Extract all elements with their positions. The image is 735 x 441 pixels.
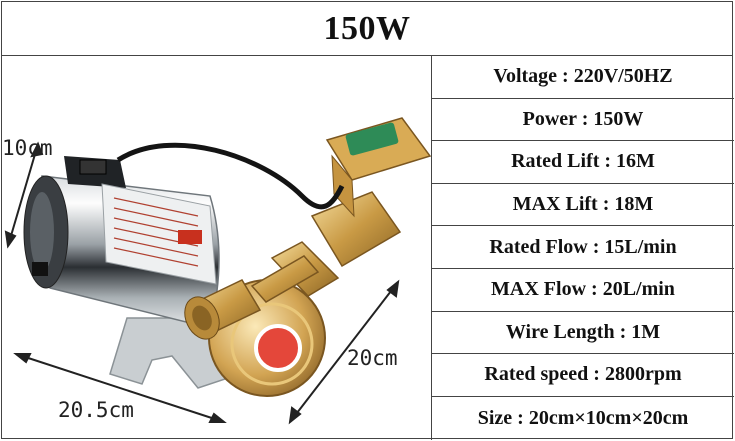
spec-size: Size : 20cm×10cm×20cm (477, 406, 689, 429)
rotation-arrow-icon (254, 324, 302, 372)
flow-switch-label (345, 122, 399, 156)
warning-sticker (178, 230, 202, 244)
spec-max-lift: MAX Lift : 18M (432, 184, 734, 227)
dimension-arrows (4, 141, 400, 425)
power-title: 150W (2, 2, 732, 56)
width-dimension-label: 20.5cm (58, 398, 134, 422)
spec-max-flow: MAX Flow : 20L/min (432, 269, 734, 312)
spec-rated-lift: Rated Lift : 16M (432, 141, 734, 184)
pump-image (4, 117, 431, 425)
height-dimension-label: 10cm (2, 136, 53, 160)
spec-rated-flow: Rated Flow : 15L/min (432, 226, 734, 269)
spec-label-plate (101, 183, 217, 285)
power-switch-icon (32, 262, 48, 276)
pump-photo: 10cm 20.5cm 20cm (2, 56, 432, 440)
spec-rated-speed: Rated speed : 2800rpm (432, 354, 734, 397)
depth-dimension-label: 20cm (347, 346, 398, 370)
spec-table: Voltage : 220V/50HZ Power : 150W Rated L… (432, 56, 734, 440)
flow-sensor-body (310, 191, 402, 268)
spec-voltage: Voltage : 220V/50HZ (432, 56, 734, 99)
spec-power: Power : 150W (432, 99, 734, 142)
power-cable (116, 142, 345, 210)
spec-wire-length: Wire Length : 1M (432, 312, 734, 355)
